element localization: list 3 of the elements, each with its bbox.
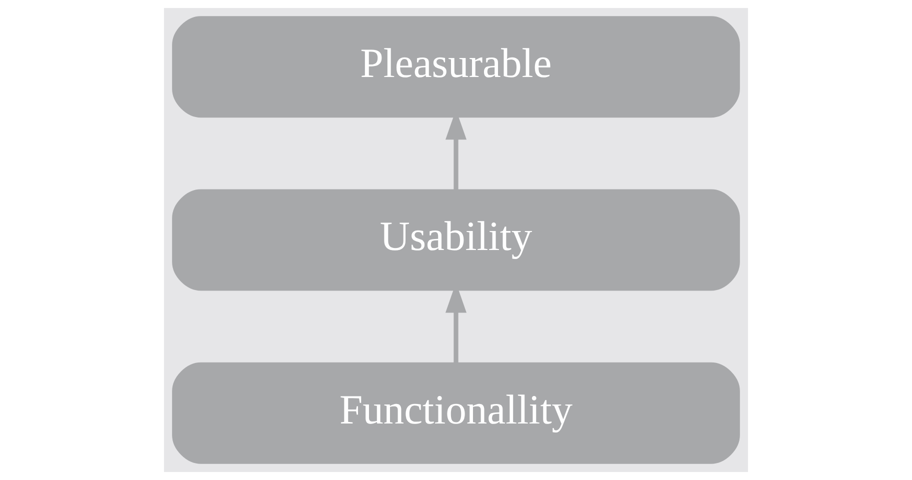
node-box: Usability bbox=[172, 189, 740, 291]
node-box: Functionallity bbox=[172, 362, 740, 464]
node-box: Pleasurable bbox=[172, 16, 740, 118]
